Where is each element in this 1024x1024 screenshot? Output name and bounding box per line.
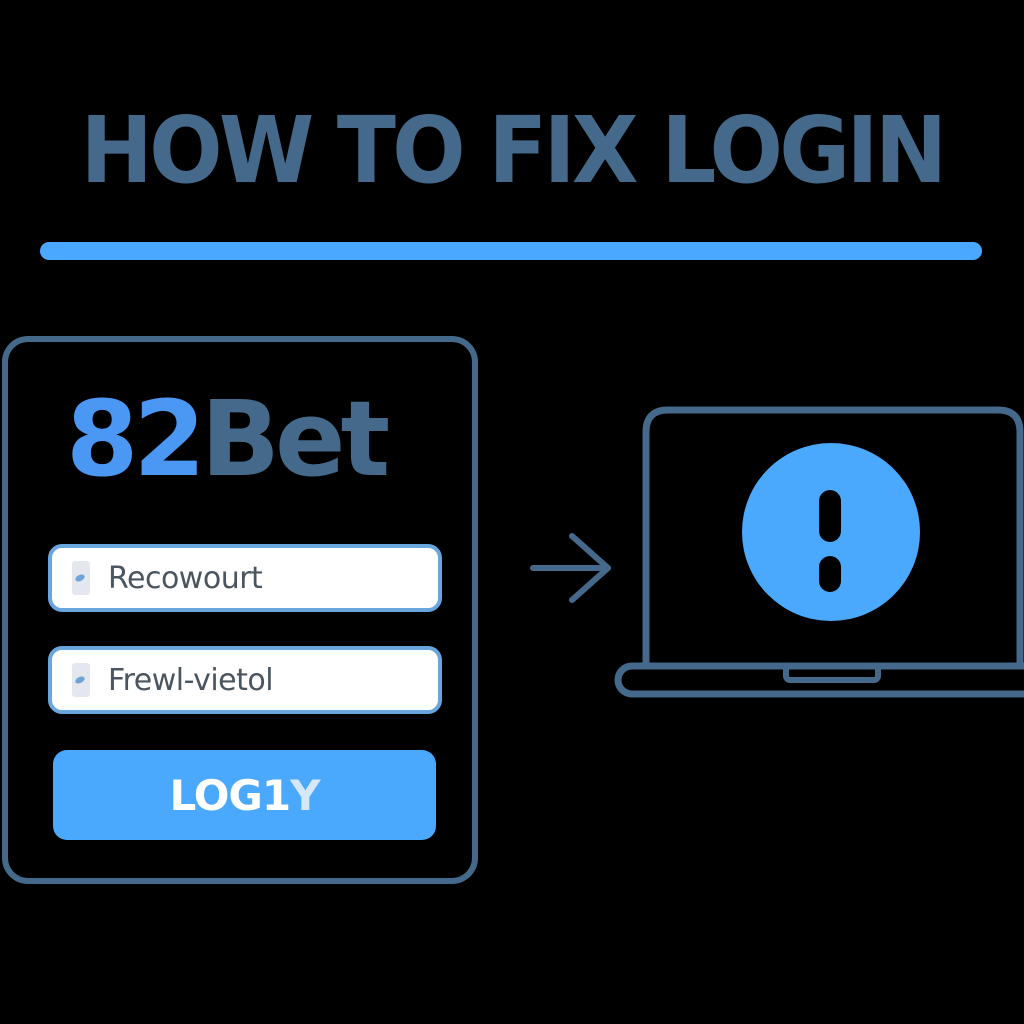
exclamation-icon (742, 443, 920, 621)
title-underline (40, 242, 982, 260)
page-title: HOW TO FIX LOGIN (80, 97, 948, 204)
username-value: Recowourt (108, 560, 263, 596)
brand-logo: 82Bet (66, 384, 390, 494)
login-label-faded: Y (290, 770, 320, 820)
arrow-right-icon (530, 533, 611, 603)
password-value: Frewl-vietol (108, 662, 274, 698)
username-field[interactable]: Recowourt (48, 544, 442, 612)
laptop-icon (614, 406, 1024, 698)
password-field[interactable]: Frewl-vietol (48, 646, 442, 714)
brand-number: 82 (66, 378, 206, 500)
login-label-main: LOG1 (169, 770, 291, 820)
login-panel (2, 336, 478, 884)
lock-icon (72, 663, 90, 697)
user-icon (72, 561, 90, 595)
brand-word: Bet (200, 378, 391, 500)
